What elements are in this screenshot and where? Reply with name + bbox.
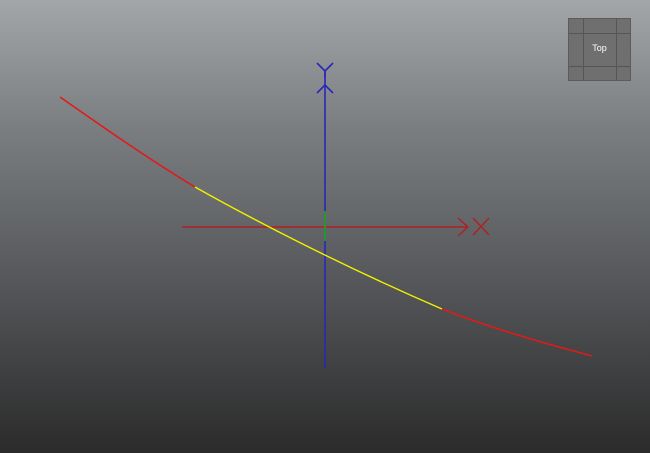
view-cube-grid-line	[616, 19, 617, 80]
view-cube-grid-line	[569, 66, 630, 67]
curve-segment-left[interactable]	[59, 96, 196, 188]
view-cube-grid-line	[569, 33, 630, 34]
y-axis-arrowhead	[316, 83, 334, 94]
x-axis-label-icon	[472, 217, 490, 236]
view-cube-face-label[interactable]: Top	[592, 43, 607, 53]
view-cube-grid-line	[583, 19, 584, 80]
curve-segment-right[interactable]	[441, 308, 593, 357]
curve-segment-selected[interactable]	[194, 186, 443, 310]
y-axis-label-icon	[316, 62, 334, 79]
view-cube[interactable]: Top	[568, 18, 631, 81]
x-axis-arrowhead	[457, 217, 470, 237]
